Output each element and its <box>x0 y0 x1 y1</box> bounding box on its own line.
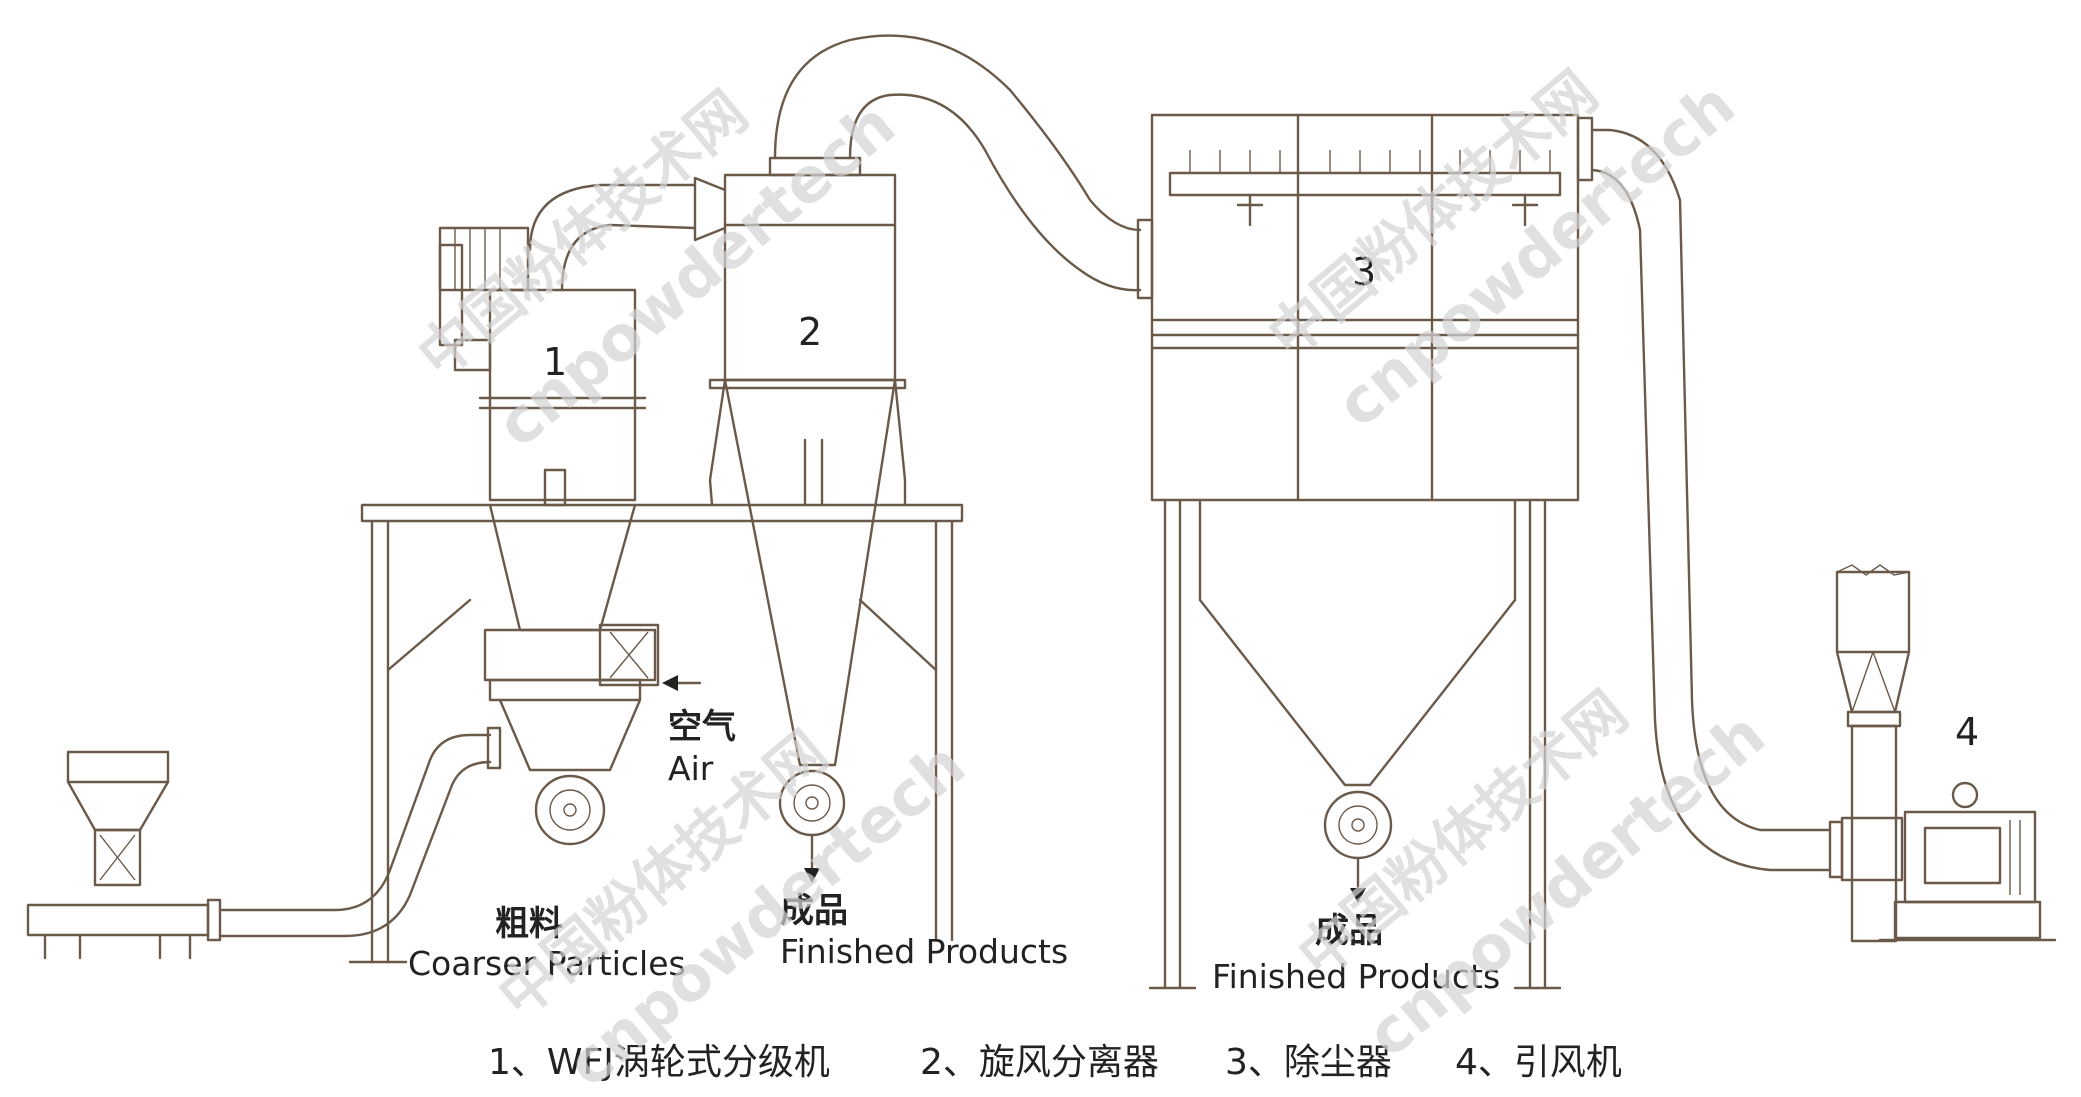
product2-label-cn: 成品 <box>1315 911 1383 951</box>
classifier-number: 1 <box>543 340 567 384</box>
cyclone-number: 2 <box>798 310 822 354</box>
caption-item-3: 3、除尘器 <box>1225 1042 1392 1083</box>
fan-number: 4 <box>1955 710 1979 754</box>
air-label-en: Air <box>668 749 714 788</box>
watermark: 中国粉体技术网 cnpowdertech 中国粉体技术网 cnpowdertec… <box>405 58 1778 1097</box>
feed-pipe <box>218 726 502 938</box>
pipe-classifier-to-cyclone <box>528 183 697 292</box>
collector-number: 3 <box>1352 250 1376 294</box>
caption-item-1: 1、WFJ涡轮式分级机 <box>488 1042 830 1083</box>
caption-item-4: 4、引风机 <box>1455 1042 1622 1083</box>
support-frame <box>348 503 964 964</box>
air-label-cn: 空气 <box>668 707 736 747</box>
product1-label-cn: 成品 <box>780 891 848 931</box>
coarse-label-cn: 粗料 <box>495 904 563 944</box>
coarse-label-en: Coarser Particles <box>408 944 686 983</box>
product-arrow-cyclone <box>804 833 820 883</box>
turbine-classifier: 1 <box>438 226 660 846</box>
induced-draft-fan: 4 <box>1835 564 2057 943</box>
product2-label-en: Finished Products <box>1212 957 1500 996</box>
air-inlet-arrow <box>662 675 702 691</box>
product1-label-en: Finished Products <box>780 932 1068 971</box>
caption-item-2: 2、旋风分离器 <box>920 1042 1159 1083</box>
caption: 1、WFJ涡轮式分级机 2、旋风分离器 3、除尘器 4、引风机 <box>488 1042 1622 1083</box>
feed-hopper <box>26 750 222 960</box>
cyclone-separator: 2 <box>693 156 907 837</box>
product-arrow-collector <box>1350 856 1366 903</box>
